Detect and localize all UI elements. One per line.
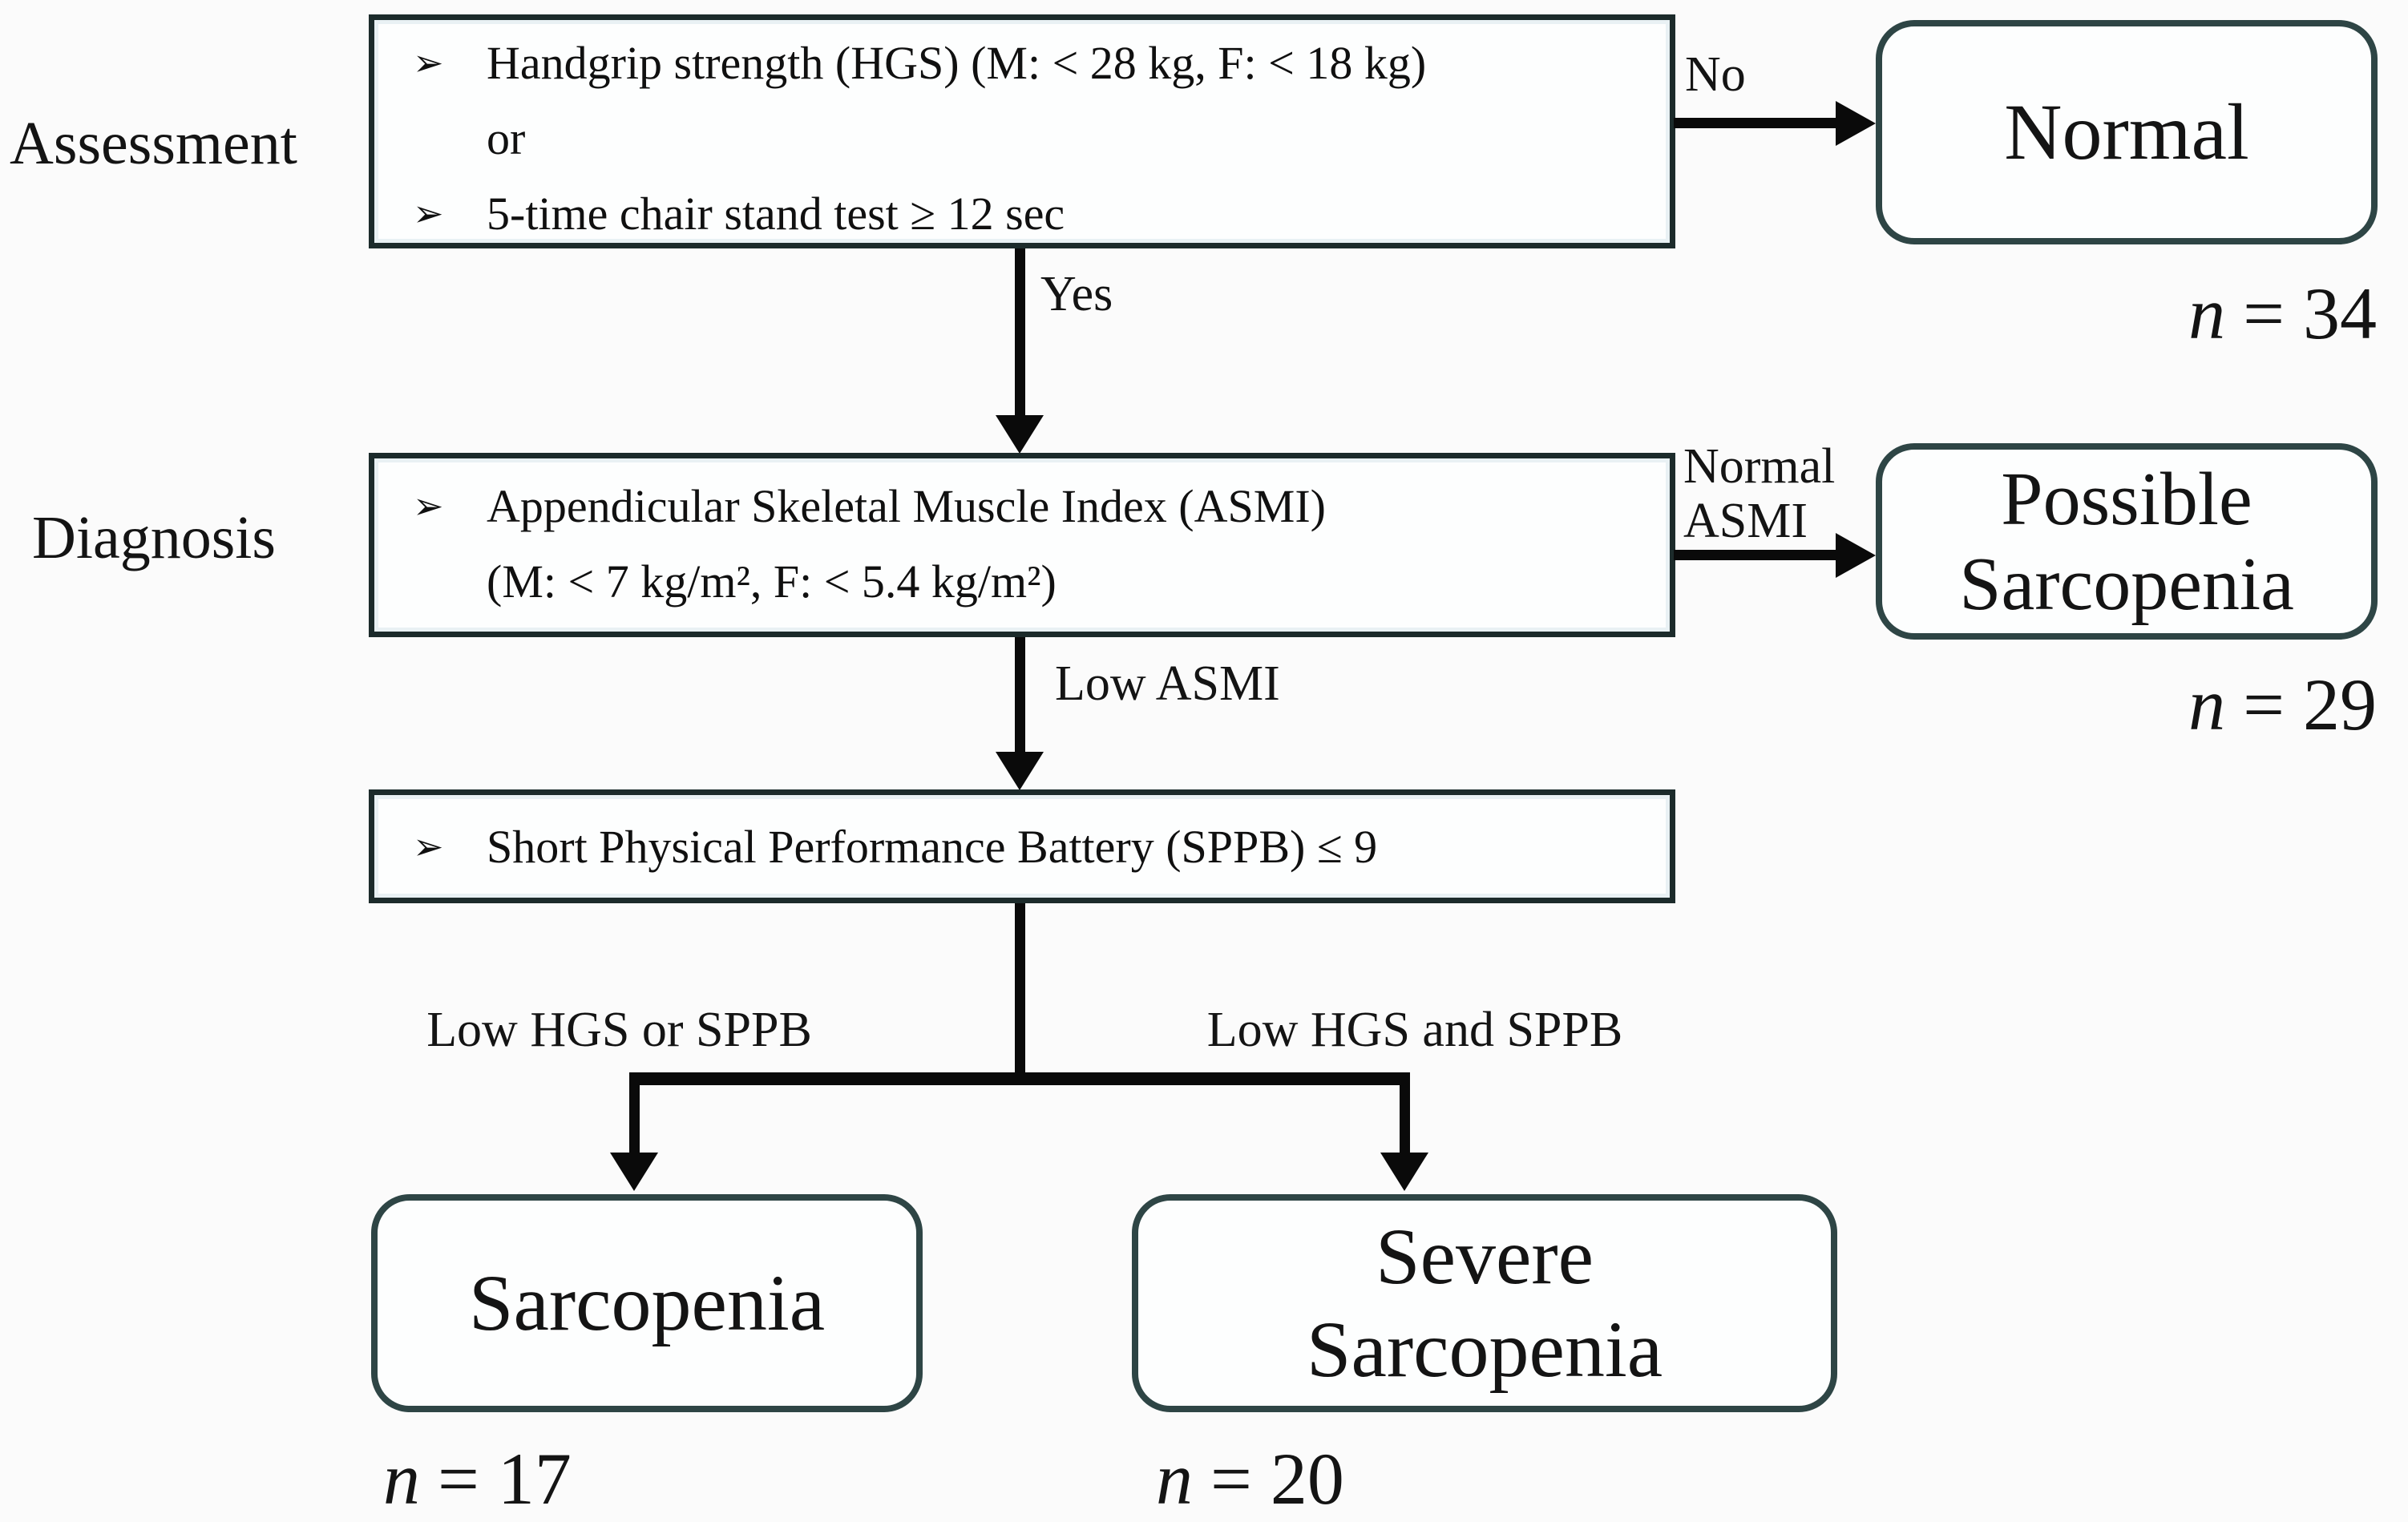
arrowhead-bullet-icon: ➢ — [413, 192, 444, 235]
yes-arrowhead-icon — [996, 415, 1044, 454]
n-symbol: n — [2188, 664, 2226, 745]
criteria-text: (M: < 7 kg/m², F: < 5.4 kg/m²) — [487, 555, 1057, 608]
sample-size-severe-sarcopenia: n= 20 — [1156, 1436, 1344, 1521]
outcome-label: Sarcopenia — [1959, 542, 2294, 626]
edge-label-normal-asmi: Normal ASMI — [1683, 439, 1884, 548]
criteria-line: (M: < 7 kg/m², F: < 5.4 kg/m²) — [413, 543, 1654, 619]
stage-label-diagnosis: Diagnosis — [32, 504, 276, 571]
outcome-label: Severe — [1375, 1212, 1594, 1301]
criteria-text: Short Physical Performance Battery (SPPB… — [487, 820, 1378, 873]
outcome-label: Sarcopenia — [468, 1258, 826, 1347]
outcome-box-severe-sarcopenia: Severe Sarcopenia — [1132, 1194, 1837, 1412]
branch-right-arrowhead-icon — [1380, 1153, 1428, 1191]
arrowhead-bullet-icon: ➢ — [413, 825, 444, 868]
criteria-text: Appendicular Skeletal Muscle Index (ASMI… — [487, 479, 1326, 532]
edge-label-line: ASMI — [1683, 494, 1808, 548]
edge-label-low-hgs-or-sppb: Low HGS or SPPB — [426, 1003, 812, 1057]
outcome-box-sarcopenia: Sarcopenia — [371, 1194, 923, 1412]
n-symbol: n — [2188, 273, 2226, 354]
normal-asmi-arrow-line — [1674, 550, 1838, 560]
edge-label-no: No — [1685, 47, 1746, 102]
n-value: = 17 — [438, 1438, 572, 1520]
criteria-line: ➢ Short Physical Performance Battery (SP… — [413, 820, 1377, 874]
outcome-label: Normal — [2004, 87, 2249, 176]
criteria-text: Handgrip strength (HGS) (M: < 28 kg, F: … — [487, 36, 1427, 89]
branch-stem-line — [1015, 903, 1025, 1080]
n-value: = 34 — [2243, 273, 2377, 354]
sample-size-sarcopenia: n= 17 — [383, 1436, 572, 1521]
arrowhead-bullet-icon: ➢ — [413, 41, 444, 84]
edge-label-yes: Yes — [1040, 267, 1113, 321]
sample-size-normal: n= 34 — [2036, 271, 2377, 356]
outcome-box-possible-sarcopenia: Possible Sarcopenia — [1876, 443, 2378, 640]
n-symbol: n — [1156, 1438, 1193, 1520]
arrowhead-bullet-icon: ➢ — [413, 484, 444, 527]
diagnosis-criteria-box: ➢ Appendicular Skeletal Muscle Index (AS… — [369, 453, 1675, 637]
normal-asmi-arrowhead-icon — [1836, 533, 1876, 578]
outcome-label: Possible — [2001, 457, 2252, 541]
criteria-text: or — [487, 111, 526, 164]
n-symbol: n — [383, 1438, 420, 1520]
no-arrowhead-icon — [1836, 101, 1876, 146]
branch-left-arrowhead-icon — [610, 1153, 658, 1191]
criteria-text: 5-time chair stand test ≥ 12 sec — [487, 187, 1065, 240]
branch-left-arrow-line — [629, 1072, 640, 1154]
criteria-line: ➢ Handgrip strength (HGS) (M: < 28 kg, F… — [413, 25, 1654, 100]
n-value: = 20 — [1210, 1438, 1344, 1520]
n-value: = 29 — [2243, 664, 2377, 745]
stage-label-assessment: Assessment — [10, 110, 297, 177]
sppb-criteria-box: ➢ Short Physical Performance Battery (SP… — [369, 789, 1675, 903]
no-arrow-line — [1674, 118, 1838, 128]
edge-label-low-asmi: Low ASMI — [1055, 656, 1280, 711]
criteria-line: ➢ Appendicular Skeletal Muscle Index (AS… — [413, 468, 1654, 543]
assessment-criteria-box: ➢ Handgrip strength (HGS) (M: < 28 kg, F… — [369, 14, 1675, 248]
edge-label-low-hgs-and-sppb: Low HGS and SPPB — [1206, 1003, 1623, 1057]
criteria-line: or — [413, 100, 1654, 176]
branch-right-arrow-line — [1400, 1072, 1410, 1154]
criteria-line: ➢ 5-time chair stand test ≥ 12 sec — [413, 176, 1654, 251]
outcome-label: Sarcopenia — [1306, 1305, 1663, 1394]
yes-arrow-line — [1015, 248, 1025, 418]
low-asmi-arrow-line — [1015, 637, 1025, 753]
outcome-box-normal: Normal — [1876, 20, 2378, 244]
sample-size-possible-sarcopenia: n= 29 — [2036, 662, 2377, 747]
low-asmi-arrowhead-icon — [996, 752, 1044, 790]
branch-horizontal-line — [629, 1072, 1410, 1085]
edge-label-line: Normal — [1683, 439, 1836, 494]
